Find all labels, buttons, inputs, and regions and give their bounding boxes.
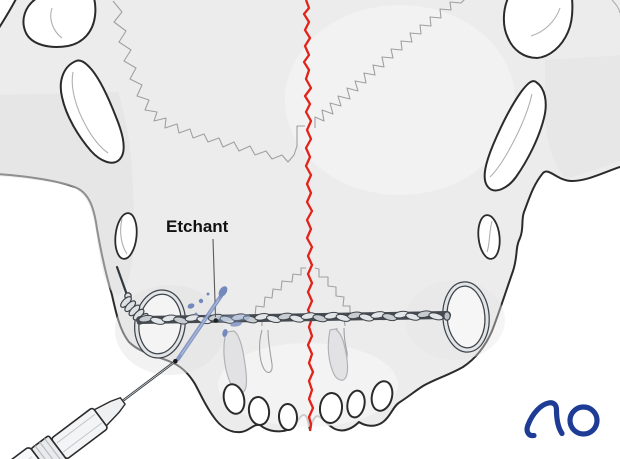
wire-free-end: [115, 265, 129, 297]
socket: [277, 403, 299, 431]
ao-logo-letter-o: [567, 404, 600, 437]
collar-ridge: [44, 438, 66, 459]
needle-highlight: [122, 362, 175, 402]
wire-braid-segment: [173, 316, 189, 325]
etchant-syringe: [0, 358, 178, 459]
etchant-droplet: [230, 321, 242, 327]
etchant-stream-highlight: [180, 298, 220, 356]
etchant-droplet: [187, 303, 195, 309]
etchant-droplet: [222, 329, 228, 337]
canine-root-right: [327, 328, 349, 381]
etchant-droplet: [198, 298, 204, 304]
wire-braid-segment: [289, 314, 305, 323]
bone-highlight-center: [285, 5, 515, 195]
socket: [222, 383, 246, 415]
socket: [318, 392, 344, 424]
foramen-right: [477, 214, 501, 260]
bone-shade-right: [545, 55, 620, 178]
wire-braid-segment: [242, 315, 258, 324]
collar-ridge: [34, 445, 56, 459]
wire-braid-segment: [312, 314, 328, 323]
socket: [247, 396, 271, 426]
wire-braid-segment: [358, 313, 374, 322]
etchant-spray: [176, 286, 250, 361]
collar-ridge: [39, 441, 61, 459]
socket: [346, 389, 366, 419]
wire-braid-segment: [219, 315, 235, 324]
wire-braid-leaves: [138, 310, 444, 325]
etchant-wire-tint: [218, 314, 250, 322]
tooth-shapes: [22, 0, 574, 260]
wire-braid-segment: [382, 313, 398, 322]
bridle-wire: [115, 265, 490, 359]
wire-junction-right: [443, 311, 451, 321]
root-outline-left: [259, 329, 273, 373]
tooth-blob-top-right: [502, 0, 574, 59]
ao-logo: [524, 400, 600, 439]
barrel-line: [63, 422, 103, 453]
wire-braid-segment: [405, 312, 421, 321]
barrel-line: [56, 413, 96, 444]
wire-braid-segment: [335, 313, 351, 322]
ridge-zigzag-left: [112, 0, 305, 163]
tooth-bean-right: [483, 80, 547, 192]
tooth-sockets: [222, 380, 394, 431]
tooth-bean-left: [59, 59, 125, 164]
canine-roots: [223, 328, 349, 394]
wire-loop-right-fill: [444, 284, 488, 350]
canine-root-left: [223, 330, 248, 394]
needle-tip-dot: [173, 358, 178, 364]
etchant-label: Etchant: [166, 217, 229, 236]
etchant-droplet: [194, 312, 198, 316]
etchant-stream-head: [218, 286, 228, 297]
fracture-line: [302, 0, 315, 432]
socket: [370, 380, 394, 412]
ao-logo-letter-a: [524, 400, 565, 439]
leader-dot: [213, 318, 219, 323]
wire-braid-segment: [428, 312, 444, 321]
wire-braid-segment: [150, 316, 166, 325]
tooth-inner-lines: [50, 7, 561, 255]
ridge-zigzag-right: [314, 0, 465, 128]
tooth-blob-top-left: [22, 0, 97, 48]
etchant-droplet: [206, 292, 210, 296]
wire-braid-segment: [266, 315, 282, 323]
